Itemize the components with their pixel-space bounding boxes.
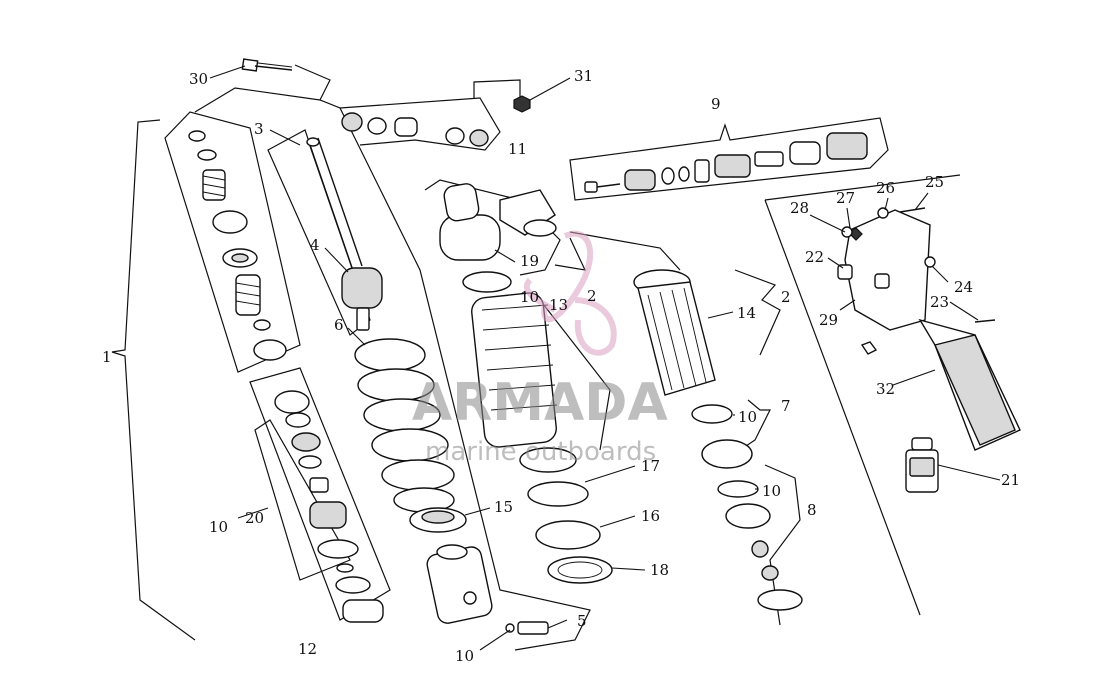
bolt-30 bbox=[241, 58, 293, 72]
callout-10-left: 10 bbox=[209, 518, 228, 536]
callout-labels: 30 31 9 3 11 4 6 1 19 10 13 2 14 2 10 7 … bbox=[102, 67, 1020, 665]
callout-18: 18 bbox=[650, 561, 669, 579]
parts bbox=[188, 58, 1021, 635]
bushings-11 bbox=[341, 112, 489, 147]
callout-15: 15 bbox=[494, 498, 513, 516]
callout-5: 5 bbox=[577, 612, 587, 630]
nut-31 bbox=[513, 95, 531, 113]
callout-2-middle: 2 bbox=[587, 287, 597, 305]
adjuster-rings bbox=[519, 447, 613, 584]
watermark-brand: ARMADA bbox=[412, 373, 668, 433]
callout-29: 29 bbox=[819, 311, 838, 329]
callout-17: 17 bbox=[641, 457, 660, 475]
callout-3: 3 bbox=[254, 120, 264, 138]
lower-clevis-5 bbox=[426, 544, 549, 635]
callout-7: 7 bbox=[781, 397, 791, 415]
armada-watermark: ARMADA marine outboards bbox=[412, 230, 668, 467]
callout-20: 20 bbox=[245, 509, 264, 527]
piston-rod-3 bbox=[306, 137, 363, 269]
callout-14: 14 bbox=[737, 304, 756, 322]
callout-11: 11 bbox=[508, 140, 527, 158]
coil-spring-6 bbox=[354, 338, 455, 513]
callout-10-right-upper: 10 bbox=[738, 408, 757, 426]
callout-1: 1 bbox=[102, 348, 112, 366]
callout-28: 28 bbox=[790, 199, 809, 217]
callout-26: 26 bbox=[876, 179, 895, 197]
callout-4: 4 bbox=[310, 236, 320, 254]
callout-27: 27 bbox=[836, 189, 855, 207]
callout-25: 25 bbox=[925, 173, 944, 191]
leader-lines bbox=[209, 65, 1001, 651]
callout-6: 6 bbox=[334, 316, 344, 334]
bump-stop-4 bbox=[341, 267, 383, 331]
callout-10-middle: 10 bbox=[520, 288, 539, 306]
callout-16: 16 bbox=[641, 507, 660, 525]
callout-10-bottom: 10 bbox=[455, 647, 474, 665]
callout-30: 30 bbox=[189, 70, 208, 88]
callout-22: 22 bbox=[805, 248, 824, 266]
valve-assembly-9 bbox=[584, 132, 868, 193]
watermark-tagline: marine outboards bbox=[425, 437, 656, 467]
callout-2-right: 2 bbox=[781, 288, 791, 306]
oil-bottle-21 bbox=[905, 437, 939, 493]
callout-13: 13 bbox=[549, 296, 568, 314]
seals-right bbox=[691, 404, 803, 611]
reservoir-head-19 bbox=[439, 183, 557, 261]
callout-23: 23 bbox=[930, 293, 949, 311]
callout-12: 12 bbox=[298, 640, 317, 658]
callout-24: 24 bbox=[954, 278, 973, 296]
callout-19: 19 bbox=[520, 252, 539, 270]
shock-body bbox=[462, 271, 558, 448]
callout-31: 31 bbox=[574, 67, 593, 85]
callout-32: 32 bbox=[876, 380, 895, 398]
dust-boot-14 bbox=[633, 269, 716, 396]
propeller-logo bbox=[523, 230, 617, 356]
callout-9: 9 bbox=[711, 95, 721, 113]
valve-stack-left bbox=[188, 130, 287, 361]
spring-seat-15 bbox=[409, 507, 467, 533]
callout-10-right-lower: 10 bbox=[762, 482, 781, 500]
callout-8: 8 bbox=[807, 501, 817, 519]
valve-stack-lower bbox=[274, 390, 384, 623]
group-outlines bbox=[111, 64, 961, 651]
callout-21: 21 bbox=[1001, 471, 1020, 489]
fender-bracket bbox=[837, 207, 1021, 451]
